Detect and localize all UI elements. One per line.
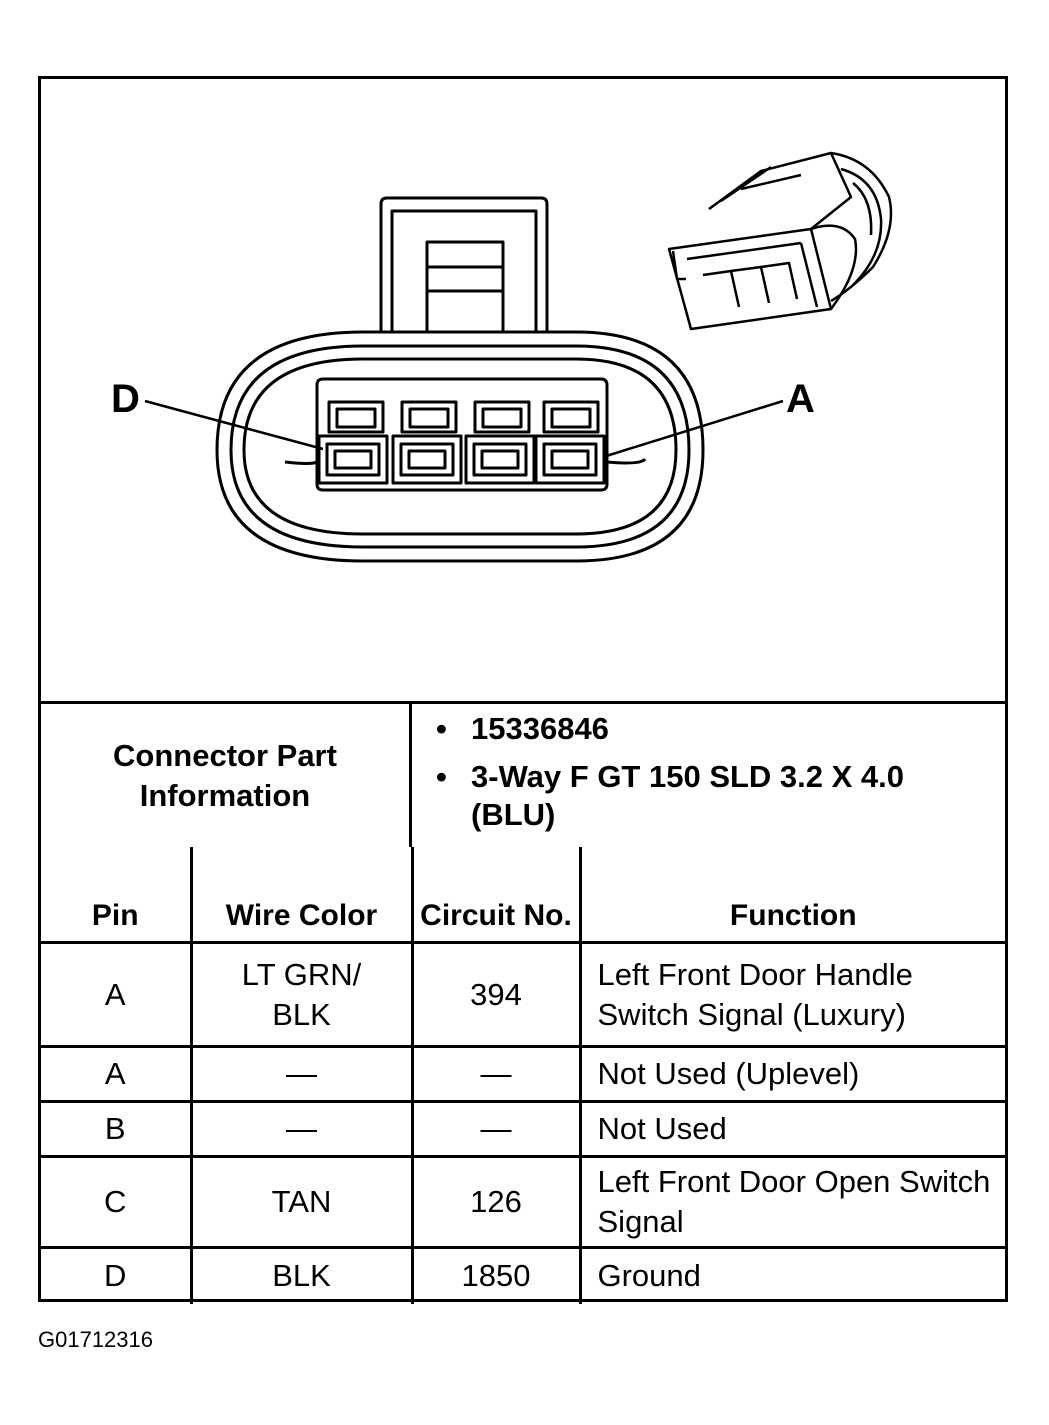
connector-part-info: Connector Part Information 15336846 3-Wa… (41, 701, 1005, 847)
header-circuit-no: Circuit No. (410, 847, 582, 944)
cell-circuit: 126 (410, 1155, 582, 1249)
cell-function: Left Front Door Open Switch Signal (578, 1155, 1005, 1249)
locking-tab (379, 196, 549, 334)
cell-pin: C (41, 1155, 193, 1249)
pin-label-d: D (111, 377, 140, 421)
connector-drawing: D A (111, 151, 893, 563)
cell-circuit: — (410, 1045, 582, 1103)
part-info-list: 15336846 3-Way F GT 150 SLD 3.2 X 4.0 (B… (426, 710, 986, 844)
table-row: C TAN 126 Left Front Door Open Switch Si… (41, 1155, 1005, 1249)
cell-circuit: — (410, 1100, 582, 1158)
cell-wire-color: — (189, 1045, 414, 1103)
table-row: A LT GRN/ BLK 394 Left Front Door Handle… (41, 941, 1005, 1048)
diagram-frame: D A Connector Part Information 15336846 … (38, 76, 1008, 1304)
pinout-table: Pin Wire Color Circuit No. Function A LT… (41, 847, 1005, 1304)
cell-function: Not Used (578, 1100, 1005, 1158)
cell-pin: B (41, 1100, 193, 1158)
cell-wire-color: TAN (189, 1155, 414, 1249)
header-wire-color: Wire Color (189, 847, 414, 944)
cell-wire-color: LT GRN/ BLK (189, 941, 414, 1048)
cell-circuit: 394 (410, 941, 582, 1048)
cell-pin: A (41, 1045, 193, 1103)
part-description: 3-Way F GT 150 SLD 3.2 X 4.0 (BLU) (426, 758, 986, 834)
part-number: 15336846 (426, 710, 986, 748)
leader-line-d (144, 399, 324, 451)
cell-pin: D (41, 1246, 193, 1304)
cell-circuit: 1850 (410, 1246, 582, 1304)
terminal-cavities (317, 400, 606, 485)
cell-function: Not Used (Uplevel) (578, 1045, 1005, 1103)
cell-function: Ground (578, 1246, 1005, 1304)
header-function: Function (578, 847, 1005, 944)
cell-wire-color: BLK (189, 1246, 414, 1304)
connector-housing (215, 330, 705, 563)
table-row: A — — Not Used (Uplevel) (41, 1045, 1005, 1103)
connector-3d-illustration (667, 151, 893, 331)
figure-id: G01712316 (38, 1327, 153, 1352)
table-header-row: Pin Wire Color Circuit No. Function (41, 847, 1005, 944)
header-pin: Pin (41, 847, 193, 944)
table-row: D BLK 1850 Ground (41, 1246, 1005, 1304)
part-info-label: Connector Part Information (113, 737, 337, 813)
cell-wire-color: — (189, 1100, 414, 1158)
leader-line-a (602, 399, 784, 459)
part-info-label-cell: Connector Part Information (41, 704, 412, 847)
table-row: B — — Not Used (41, 1100, 1005, 1158)
pin-label-a: A (786, 377, 815, 421)
cell-function: Left Front Door Handle Switch Signal (Lu… (578, 941, 1005, 1048)
cell-pin: A (41, 941, 193, 1048)
